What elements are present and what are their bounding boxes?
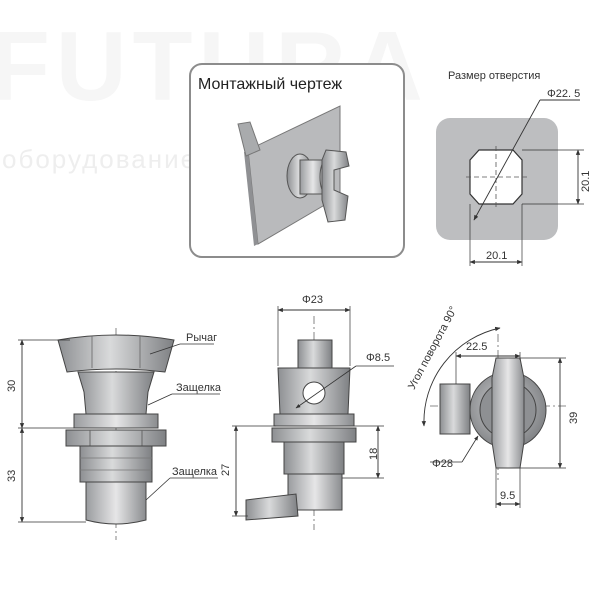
mounting-plate-edge (244, 150, 258, 246)
front-dim-upper: 30 (6, 379, 18, 392)
side-dim-top: Φ23 (302, 294, 324, 306)
side-dim-hole: Φ8.5 (366, 352, 391, 364)
top-dim-bottom: 9.5 (500, 490, 516, 502)
front-nut (65, 429, 167, 447)
cutout-title: Размер отверстия (448, 70, 541, 82)
mounting-lock-handle (321, 149, 350, 223)
side-nut (271, 427, 357, 443)
cutout-diameter-label: Φ22. 5 (547, 88, 581, 100)
front-latch-label-upper: Защелка (176, 382, 222, 394)
top-handle (491, 357, 525, 469)
front-lever (57, 334, 175, 373)
mounting-panel (189, 63, 405, 258)
side-flange (273, 413, 355, 427)
cutout-height-label: 20.1 (580, 170, 592, 192)
front-neck (77, 371, 155, 415)
mounting-panel-title: Монтажный чертеж (198, 76, 343, 93)
side-hole (302, 381, 326, 405)
side-view (232, 306, 394, 530)
cutout-width-label: 20.1 (486, 250, 508, 262)
top-tab (439, 383, 471, 435)
top-dim-right: 39 (568, 411, 580, 424)
front-flange (73, 413, 159, 429)
front-latch-label-lower: Защелка (172, 466, 218, 478)
cutout-hole (469, 149, 523, 205)
cutout-diagram (436, 99, 584, 266)
top-view (421, 326, 568, 508)
side-handle-top (297, 339, 333, 369)
side-dim-right: 18 (368, 447, 380, 460)
front-dim-lower: 33 (6, 469, 18, 482)
top-rotation-arc (421, 326, 501, 427)
side-thread (283, 441, 345, 475)
side-tongue (245, 493, 299, 521)
front-cam (85, 481, 147, 525)
front-lever-label: Рычаг (186, 332, 218, 344)
front-view (18, 328, 220, 540)
top-dim-diameter: Φ28 (432, 458, 454, 470)
front-thread (79, 445, 153, 483)
mounting-clip (237, 121, 261, 157)
side-dim-left: 27 (220, 463, 232, 476)
top-dim-top: 22.5 (466, 341, 488, 353)
